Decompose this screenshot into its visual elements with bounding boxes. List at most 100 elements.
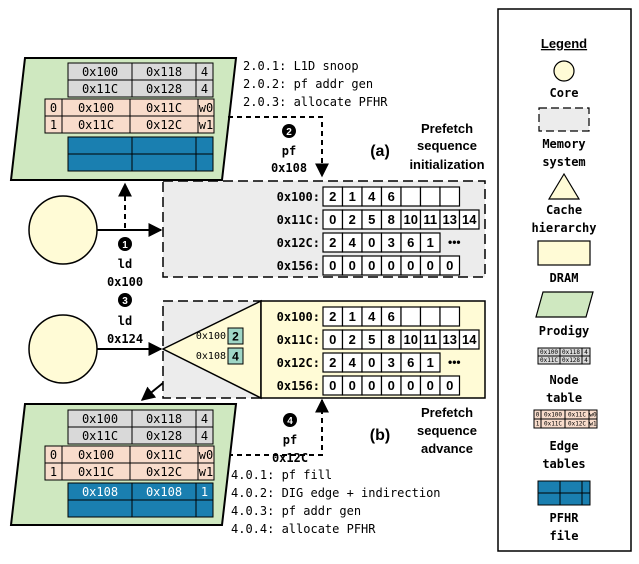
memory-address: 0x156:	[277, 379, 320, 393]
section-b-line-1: Prefetch	[421, 405, 473, 420]
memory-cell-value: 0	[329, 212, 336, 227]
legend-memory-icon	[538, 107, 590, 132]
memory-cell-value: 4	[368, 189, 376, 204]
step-badge-2-num: 2	[286, 127, 292, 138]
memory-cell-value: 0	[427, 378, 434, 393]
cache-line-value: 2	[232, 330, 239, 344]
memory-cell	[419, 186, 441, 207]
arrow-2-label-2: 0x108	[271, 161, 307, 175]
legend-prodigy-label: Prodigy	[539, 324, 590, 338]
node-table-text: 0x128	[146, 429, 182, 443]
legend-edge-text: 0x12C	[568, 421, 586, 428]
arrow-3-label-1: ld	[118, 314, 132, 328]
legend-node-text: 4	[584, 349, 588, 356]
legend-pfhr-cell	[537, 492, 561, 506]
legend-edge-text: w0	[589, 412, 597, 419]
legend-node-label-2: table	[546, 391, 582, 405]
legend-edge-cell	[588, 418, 598, 429]
pfhr-entry-cell	[195, 499, 214, 518]
memory-cell-value: 11	[423, 212, 437, 227]
legend-pfhr-label-2: file	[550, 529, 579, 543]
step-badge-1	[118, 237, 132, 251]
memory-cell-value: 10	[404, 212, 418, 227]
node-table-text: 0x128	[146, 82, 182, 96]
steps-bottom: 4.0.1: pf fill 4.0.2: DIG edge + indirec…	[231, 468, 441, 536]
section-a-line-3: initialization	[409, 157, 484, 172]
legend-pfhr-cell	[581, 480, 591, 494]
memory-cell-value: 6	[407, 355, 414, 370]
step-badge-3-num: 3	[122, 296, 128, 307]
memory-cell-value: 1	[427, 235, 434, 250]
memory-cell-value: 0	[368, 355, 375, 370]
node-table-text: 0x100	[82, 412, 118, 426]
legend-box	[497, 8, 632, 552]
memory-cell	[439, 186, 461, 207]
memory-cell-value: 4	[349, 355, 357, 370]
node-table-text: 4	[201, 65, 208, 79]
pfhr-file-top	[67, 136, 214, 172]
legend-edge-text: 0x100	[544, 412, 562, 419]
edge-table-cell	[197, 462, 215, 481]
memory-cell-value: 13	[443, 212, 457, 227]
memory-cell-value: 6	[388, 189, 395, 204]
edge-table-text: 1	[50, 118, 57, 132]
node-table-text: 0x118	[146, 412, 182, 426]
memory-cell	[400, 306, 422, 327]
cache-line-cell	[227, 347, 244, 365]
arrow-2-label-1: pf	[282, 144, 296, 158]
pfhr-entry-cell	[67, 499, 133, 518]
legend-memory-label-2: system	[542, 155, 585, 169]
memory-cell	[458, 329, 480, 350]
section-b-tag: (b)	[370, 427, 390, 444]
memory-cell-value: 13	[443, 332, 457, 347]
memory-cell	[419, 306, 441, 327]
legend-pfhr-cell	[581, 492, 591, 506]
step-4-0-3: 4.0.3: pf addr gen	[231, 504, 361, 518]
memory-cell-value: 2	[329, 355, 336, 370]
pfhr-entry-cell	[195, 153, 214, 172]
legend-edge-label-1: Edge	[550, 439, 579, 453]
pfhr-entry-cell	[131, 153, 197, 172]
step-2-0-1: 2.0.1: L1D snoop	[243, 59, 359, 73]
memory-cell-value: 0	[388, 258, 395, 273]
node-table-text: 0x11C	[82, 82, 118, 96]
memory-ellipsis: •••	[448, 355, 461, 369]
memory-cell	[419, 232, 441, 253]
memory-cell-value: 2	[349, 332, 356, 347]
memory-cell-value: 6	[407, 235, 414, 250]
cache-line-cell	[227, 327, 244, 345]
section-b-title: Prefetch sequence advance (b)	[370, 405, 477, 456]
memory-cell-value: 10	[404, 332, 418, 347]
arrow-4-label-2: 0x12C	[272, 451, 308, 465]
memory-cell-value: 14	[462, 212, 477, 227]
arrow-2-line	[228, 116, 329, 178]
memory-cell-value: 1	[349, 309, 356, 324]
memory-cell-value: 4	[349, 235, 357, 250]
memory-address: 0x156:	[277, 259, 320, 273]
legend-dram-icon	[537, 240, 591, 266]
node-table-text: 4	[201, 412, 208, 426]
pfhr-entry-cell	[195, 136, 214, 155]
step-badge-3	[118, 293, 132, 307]
node-table-text: 0x11C	[82, 429, 118, 443]
edge-table-text: w0	[199, 101, 213, 115]
legend-title: Legend	[541, 36, 587, 51]
memory-cell	[439, 375, 461, 396]
memory-cell	[458, 209, 480, 230]
step-badge-1-num: 1	[122, 240, 128, 251]
memory-address: 0x12C:	[277, 356, 320, 370]
legend-edge-text: 0	[536, 412, 540, 419]
edge-table-cell	[197, 115, 215, 134]
cache-line-address: 0x100	[196, 331, 226, 342]
memory-cell-value: 0	[407, 258, 414, 273]
edge-table-text: 1	[50, 465, 57, 479]
memory-address: 0x11C:	[277, 333, 320, 347]
